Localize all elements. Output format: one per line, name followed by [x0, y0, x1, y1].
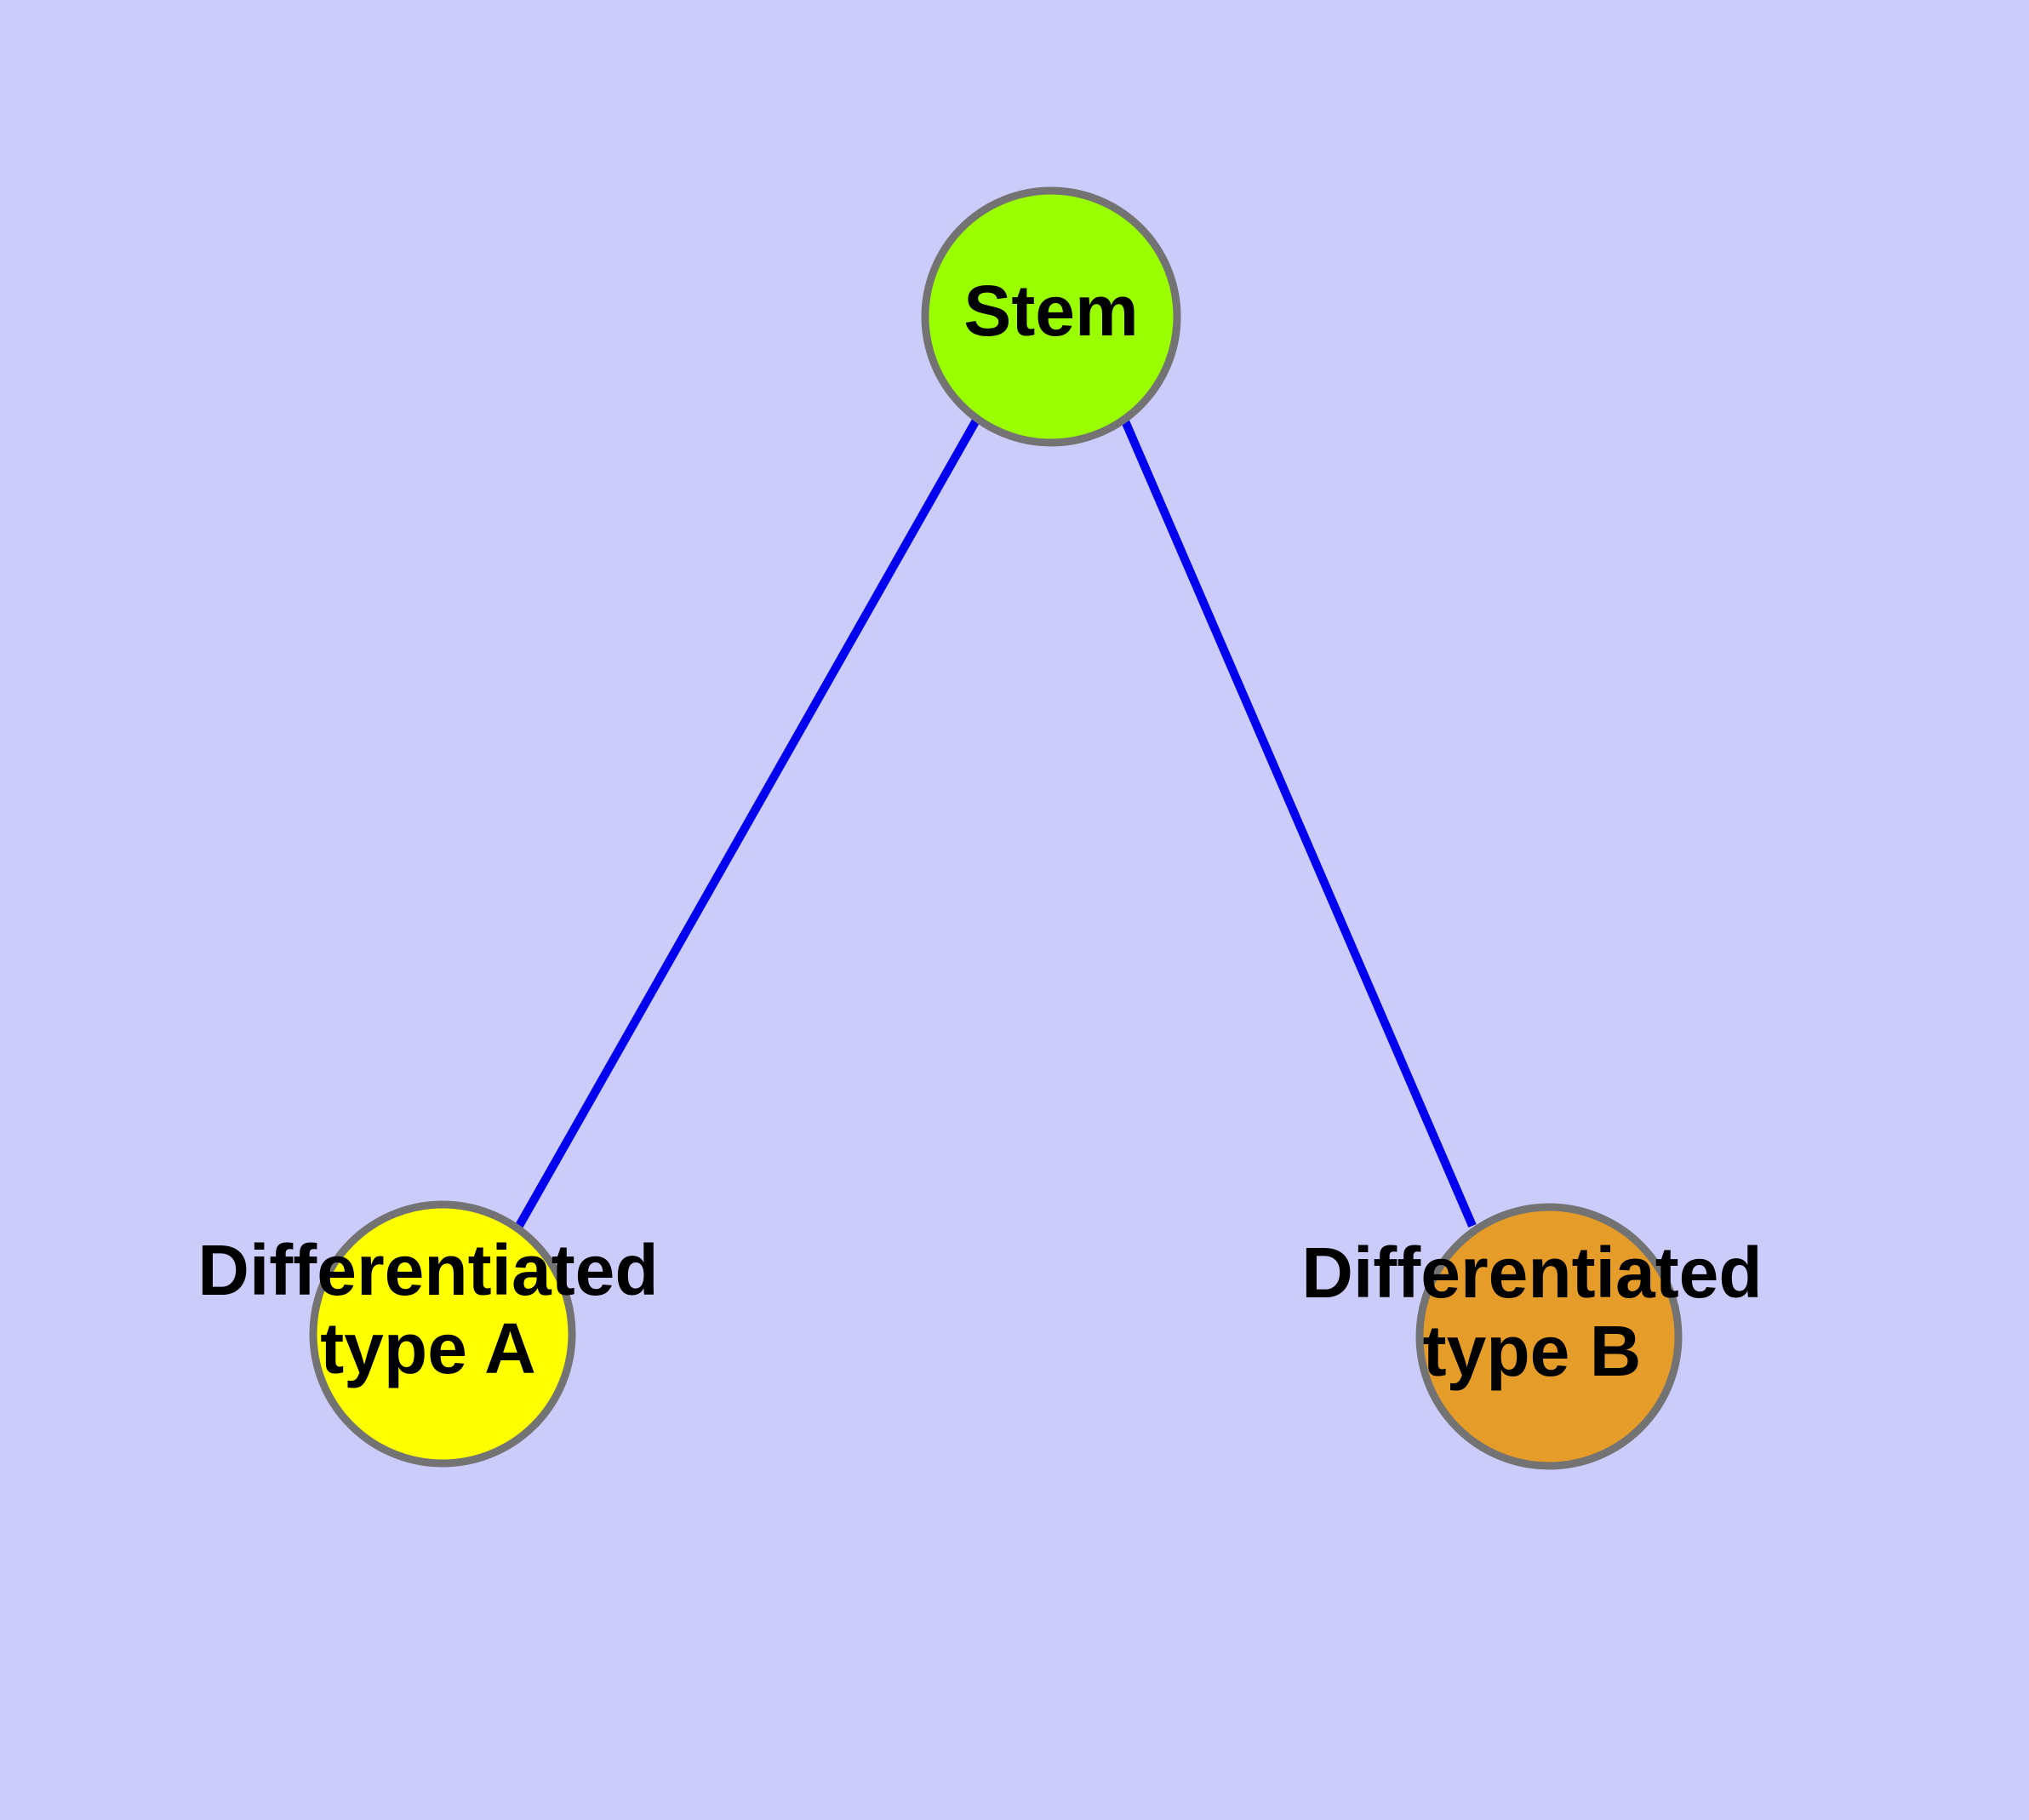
nodes-group: [309, 186, 1683, 1470]
edges-group: [515, 415, 1477, 1228]
node-diff-a[interactable]: [309, 1200, 576, 1468]
node-diff-b[interactable]: [1415, 1203, 1683, 1470]
node-label-line: Differentiated: [1301, 1233, 1762, 1313]
edge-stem-to-diff-b[interactable]: [1119, 415, 1477, 1228]
node-label-line: type A: [320, 1308, 536, 1388]
node-label-stem: Stem: [963, 271, 1138, 351]
node-label-line: type B: [1423, 1311, 1642, 1391]
edge-stem-to-diff-a[interactable]: [515, 416, 981, 1228]
node-label-line: Differentiated: [197, 1230, 658, 1310]
node-label-line: Stem: [963, 271, 1138, 351]
node-stem[interactable]: [921, 186, 1181, 447]
